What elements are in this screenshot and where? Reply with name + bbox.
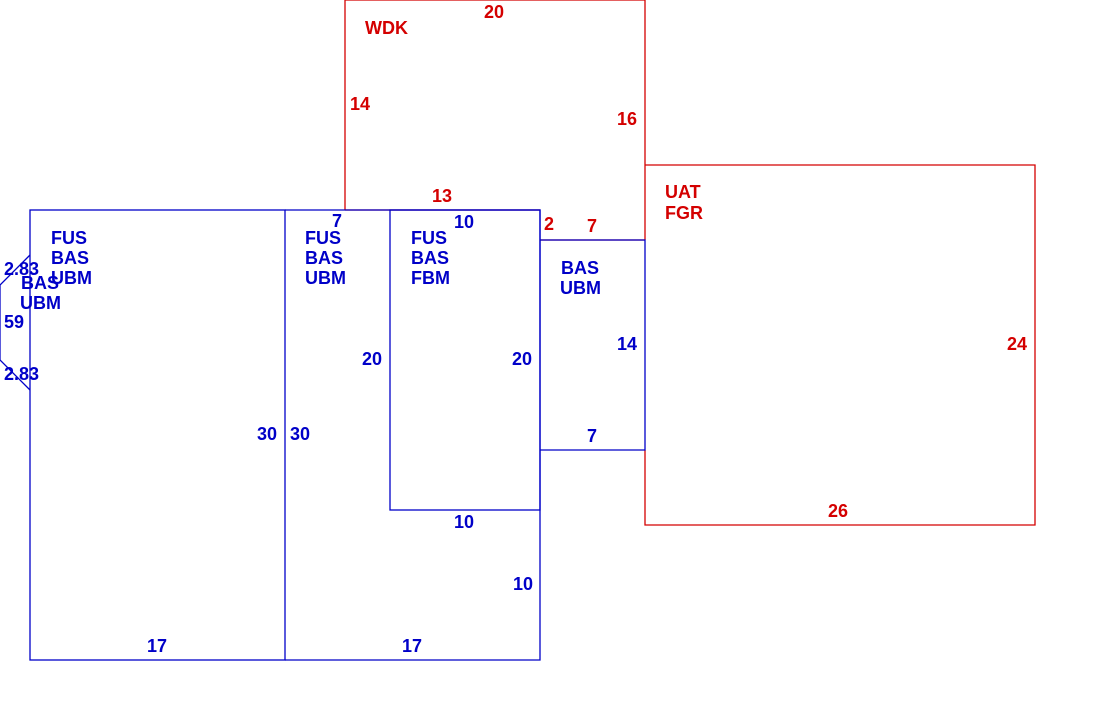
dim-bump-top: 2.83 [4, 259, 39, 279]
dim-bump-bottom: 2.83 [4, 364, 39, 384]
dim-small-14: 14 [617, 334, 637, 354]
bump-out [0, 254, 31, 391]
small-right-code-2: UBM [560, 278, 601, 298]
dim-right-10-b: 10 [513, 574, 533, 594]
dim-mid-left-20: 20 [362, 349, 382, 369]
fbm-code-1: FUS [411, 228, 447, 248]
dim-bottom-17-left: 17 [147, 636, 167, 656]
dim-blue-7-top: 7 [332, 211, 342, 231]
fbm-code-3: FBM [411, 268, 450, 288]
dim-wdk-right: 16 [617, 109, 637, 129]
blue-outlines [0, 209, 646, 661]
bump-code-2: UBM [20, 293, 61, 313]
blue-labels: FUS BAS UBM BAS UBM 2.83 59 2.83 FUS BAS… [4, 211, 637, 656]
uat-label: UAT [665, 182, 701, 202]
dim-left-30: 30 [257, 424, 277, 444]
wdk-outline [344, 0, 646, 240]
dim-bottom-17-mid: 17 [402, 636, 422, 656]
left-main-code-1: FUS [51, 228, 87, 248]
middle-code-1: FUS [305, 228, 341, 248]
dim-wdk-top: 20 [484, 2, 504, 22]
left-main-room [29, 209, 286, 661]
left-main-code-2: BAS [51, 248, 89, 268]
dim-blue-10-top: 10 [454, 212, 474, 232]
fbm-code-2: BAS [411, 248, 449, 268]
middle-code-2: BAS [305, 248, 343, 268]
dim-uat-bottom: 26 [828, 501, 848, 521]
dim-red-2: 2 [544, 214, 554, 234]
small-right-code-1: BAS [561, 258, 599, 278]
small-right-room [540, 239, 646, 451]
dim-bump-mid: 59 [4, 312, 24, 332]
left-main-code-3: UBM [51, 268, 92, 288]
dim-wdk-left: 14 [350, 94, 370, 114]
dim-mid-30: 30 [290, 424, 310, 444]
wdk-label: WDK [365, 18, 408, 38]
dim-uat-right: 24 [1007, 334, 1027, 354]
uat-fgr-outline [644, 164, 1036, 526]
dim-wdk-bottom: 13 [432, 186, 452, 206]
middle-code-3: UBM [305, 268, 346, 288]
red-labels: WDK 20 14 16 13 UAT FGR 24 26 2 7 [350, 2, 1027, 521]
fbm-room [389, 209, 541, 511]
dim-right-10-a: 10 [454, 512, 474, 532]
bump-code-1: BAS [21, 273, 59, 293]
dim-small-7: 7 [587, 426, 597, 446]
dim-right-20: 20 [512, 349, 532, 369]
fgr-label: FGR [665, 203, 703, 223]
dim-red-7: 7 [587, 216, 597, 236]
